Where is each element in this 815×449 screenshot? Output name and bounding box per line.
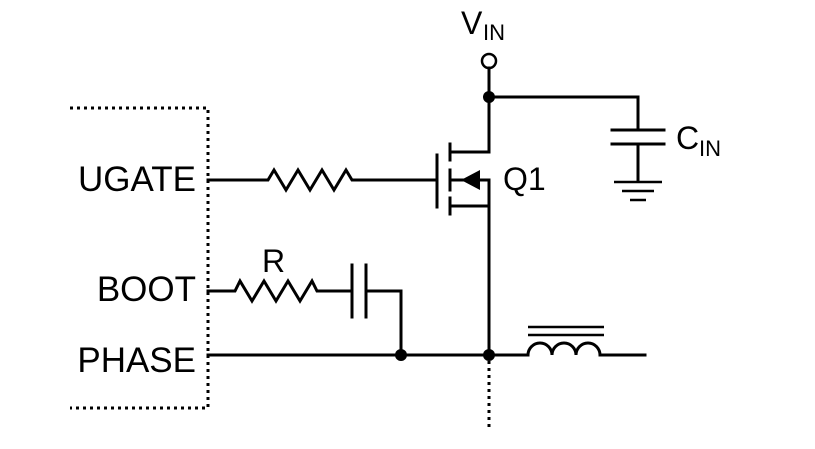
ugate-wire	[206, 167, 439, 193]
mosfet-arrow-icon	[461, 170, 480, 190]
output-inductor	[526, 325, 647, 357]
pin-label-boot: BOOT	[97, 270, 196, 309]
supply-label-main: V	[461, 5, 483, 41]
capacitor-label-main: C	[676, 120, 699, 156]
controller-boundary	[70, 106, 210, 410]
supply-label-sub: IN	[483, 20, 505, 45]
boot-wire	[206, 277, 354, 304]
ground-icon	[614, 180, 662, 202]
mosfet-q1	[435, 95, 491, 216]
boot-capacitor	[350, 263, 403, 357]
mosfet-label: Q1	[503, 161, 546, 197]
cin-wire	[487, 95, 640, 132]
pin-label-phase: PHASE	[77, 341, 196, 380]
input-capacitor	[610, 128, 666, 182]
boot-resistor-label: R	[262, 243, 285, 279]
capacitor-label-sub: IN	[699, 136, 721, 161]
capacitor-label-cin: C IN	[676, 120, 721, 161]
supply-label-vin: V IN	[461, 5, 505, 45]
junction-phase	[483, 349, 495, 361]
vin-terminal	[480, 52, 498, 70]
mosfet-drain-wire	[448, 95, 491, 154]
pin-label-ugate: UGATE	[78, 160, 196, 199]
